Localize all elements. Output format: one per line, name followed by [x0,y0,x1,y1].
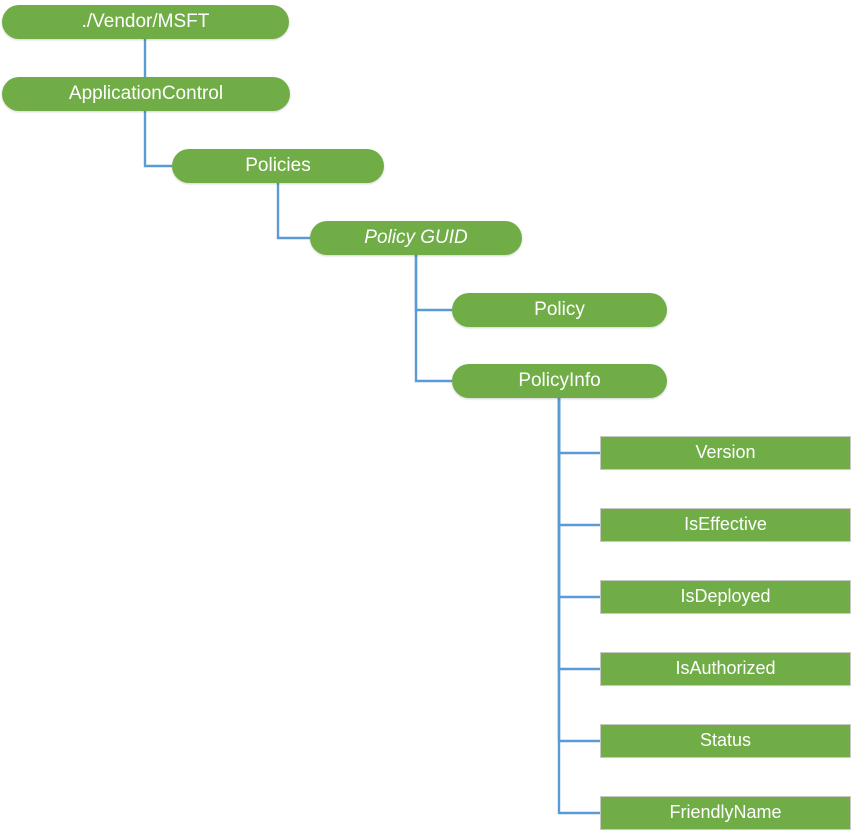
connector-policyinfo-to-version [557,398,600,455]
node-label-version: Version [695,442,756,463]
connector-policyinfo-to-iseffective [557,398,600,527]
node-label-policies: Policies [245,154,311,176]
node-vendor-msft[interactable]: ./Vendor/MSFT [2,5,289,39]
node-policy[interactable]: Policy [452,293,667,327]
node-version[interactable]: Version [600,436,851,470]
node-label-friendly-name: FriendlyName [669,802,782,823]
node-is-authorized[interactable]: IsAuthorized [600,652,851,686]
node-policy-guid[interactable]: Policy GUID [310,221,522,255]
connector-policies-to-policyguid [276,183,310,240]
node-label-is-effective: IsEffective [684,514,767,535]
node-label-application-control: ApplicationControl [68,82,224,104]
node-label-is-deployed: IsDeployed [680,586,771,607]
connector-policyinfo-to-isauthorized [557,398,600,671]
node-label-policy-guid: Policy GUID [364,226,468,248]
node-friendly-name[interactable]: FriendlyName [600,796,851,830]
connector-policyguid-to-policy [414,255,452,312]
node-label-policy-info: PolicyInfo [518,369,601,391]
node-label-policy: Policy [534,298,585,320]
node-application-control[interactable]: ApplicationControl [2,77,290,111]
node-policies[interactable]: Policies [172,149,384,183]
connector-appcontrol-to-policies [143,111,172,168]
node-policy-info[interactable]: PolicyInfo [452,364,667,398]
connector-policyinfo-to-status [557,398,600,743]
node-is-effective[interactable]: IsEffective [600,508,851,542]
node-status[interactable]: Status [600,724,851,758]
node-label-is-authorized: IsAuthorized [675,658,776,679]
connector-policyguid-to-policyinfo [414,255,452,383]
connector-policyinfo-to-isdeployed [557,398,600,599]
node-label-vendor-msft: ./Vendor/MSFT [81,10,210,32]
node-is-deployed[interactable]: IsDeployed [600,580,851,614]
connector-policyinfo-to-friendlyname [557,398,600,815]
node-label-status: Status [699,730,752,751]
